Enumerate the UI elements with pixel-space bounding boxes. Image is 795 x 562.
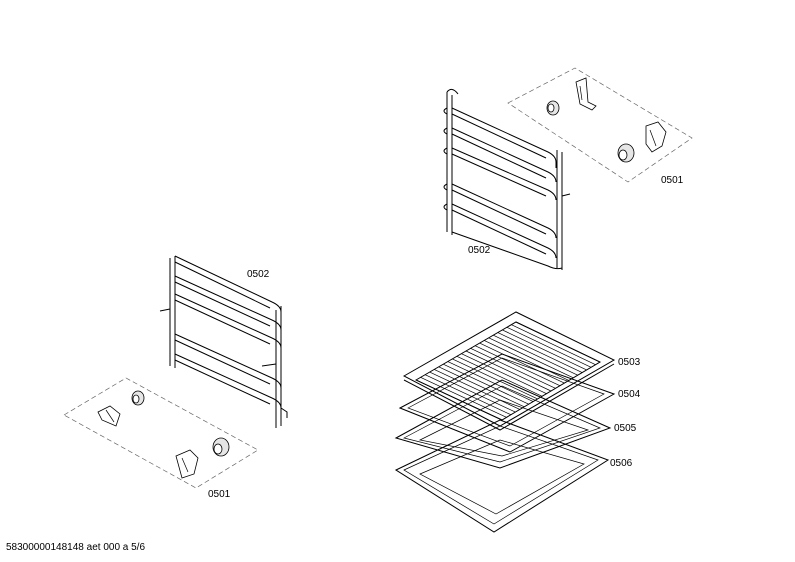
grid-bar: [461, 353, 547, 394]
grid-bar: [502, 329, 587, 371]
grid-bar: [465, 350, 552, 392]
grid-bar: [497, 332, 583, 373]
clip-set-right: [507, 67, 693, 183]
label-rack-left: 0502: [247, 269, 270, 280]
grid-bar: [424, 374, 512, 416]
grid-bar: [511, 324, 596, 365]
label-tray-0505: 0505: [614, 423, 637, 434]
knob-round-left: [212, 437, 230, 457]
grid-bar: [452, 358, 538, 400]
grid-bar: [447, 361, 534, 402]
baking-tray-0504: [398, 353, 616, 453]
bracket-small-right: [575, 77, 597, 111]
bracket-small-left: [97, 405, 121, 427]
grid-shelf: [402, 311, 616, 431]
grid-bar: [506, 326, 592, 368]
label-tray-0504: 0504: [618, 389, 641, 400]
grid-bar: [420, 377, 507, 418]
grid-bar: [488, 337, 574, 379]
label-rack-right: 0502: [468, 245, 491, 256]
grid-bar: [515, 321, 601, 363]
grid-bar: [434, 369, 520, 410]
label-clips-right: 0501: [661, 175, 684, 186]
side-rack-left: [159, 255, 288, 428]
label-grid-shelf: 0503: [618, 357, 641, 368]
grid-bar: [470, 348, 556, 389]
knob-small-right: [546, 100, 560, 116]
clip-bracket-left: [175, 449, 199, 479]
knob-small-left: [131, 390, 145, 406]
clip-set-left: [63, 377, 259, 489]
label-tray-0506: 0506: [610, 458, 633, 469]
grid-bar: [474, 345, 561, 387]
grid-bar: [415, 379, 503, 421]
drawing-footer: 58300000148148 aet 000 a 5/6: [6, 542, 146, 553]
clip-bracket-right: [645, 121, 667, 153]
grid-bar: [456, 355, 543, 397]
knob-round-right: [617, 143, 635, 163]
grid-bar: [479, 342, 565, 384]
grid-bar: [438, 366, 525, 408]
grid-bar: [484, 340, 569, 381]
grid-bar: [443, 363, 529, 405]
grid-bar: [493, 334, 578, 376]
side-rack-right: [443, 88, 571, 270]
grid-bar: [429, 371, 516, 413]
baking-tray-0506: [394, 419, 610, 533]
label-clips-left: 0501: [208, 489, 231, 500]
